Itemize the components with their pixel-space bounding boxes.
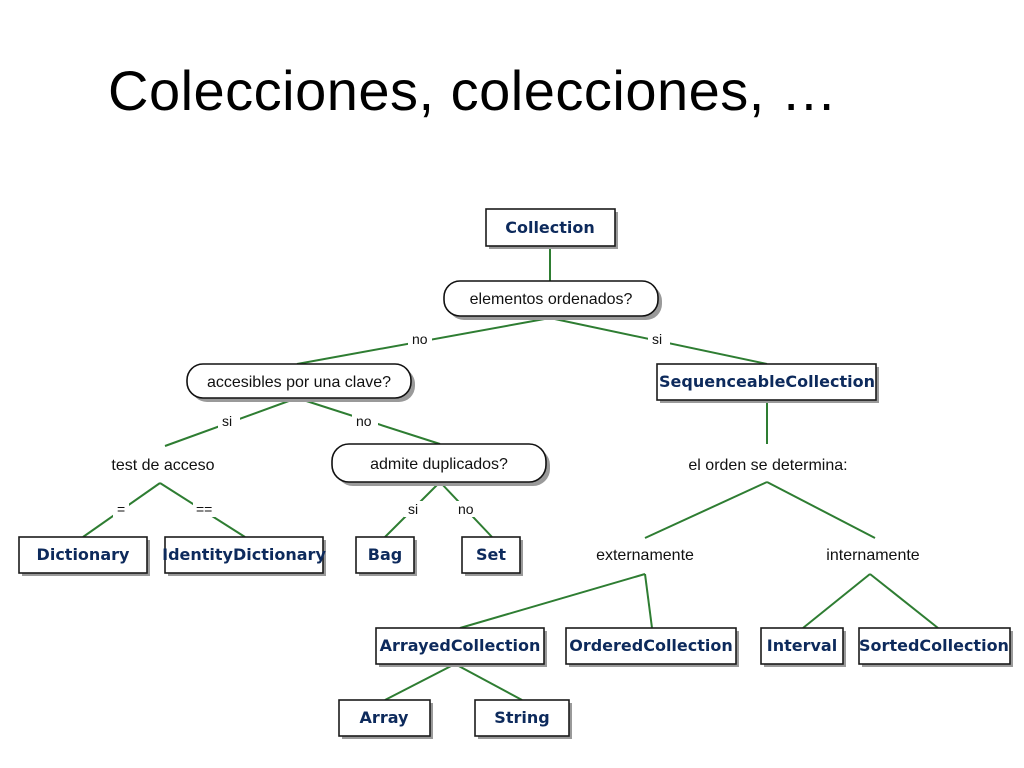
class-box-dictionary (18, 536, 148, 574)
class-set: Set (476, 545, 506, 564)
label-test-acceso: test de acceso (111, 457, 214, 474)
edge-externamente-arrayed (459, 573, 646, 629)
class-sequenceable-collection: SequenceableCollection (659, 372, 875, 391)
edge-arrayed-string (454, 663, 523, 701)
edge-label-identical: == (196, 501, 212, 517)
edge-label-no: no (458, 501, 474, 517)
edge-label-si: si (408, 501, 418, 517)
edge-label-equal: = (117, 501, 125, 517)
class-string: String (494, 708, 549, 727)
class-box-set (461, 536, 521, 574)
edge-label-si: si (652, 331, 662, 347)
edge-label-no: no (356, 413, 372, 429)
class-sorted-collection: SortedCollection (859, 636, 1009, 655)
class-bag: Bag (368, 545, 402, 564)
edge-internamente-interval (802, 573, 871, 629)
edge-q-order-externamente (644, 481, 768, 539)
class-box-sorted (858, 627, 1011, 665)
class-collection: Collection (505, 218, 595, 237)
label-internamente: internamente (826, 547, 919, 564)
class-ordered-collection: OrderedCollection (569, 636, 733, 655)
edge-label-si: si (222, 413, 232, 429)
edge-labels: no si si no = == si no (113, 331, 670, 517)
question-bubble-key (186, 363, 412, 399)
class-identity-dictionary: IdentityDictionary (162, 545, 326, 564)
label-orden-determina: el orden se determina: (688, 457, 847, 474)
class-box-string (474, 699, 570, 737)
class-box-collection (485, 208, 616, 247)
class-box-sequenceable (656, 363, 877, 401)
question-duplicates: admite duplicados? (370, 456, 508, 473)
class-arrayed-collection: ArrayedCollection (380, 636, 541, 655)
class-box-arrayed (375, 627, 545, 665)
class-box-ordered (565, 627, 737, 665)
question-bubble-duplicates (331, 443, 547, 483)
class-nodes: Collection SequenceableCollection Dictio… (18, 208, 1013, 739)
edge-arrayed-array (384, 663, 456, 701)
edge-q-order-internamente (766, 481, 876, 539)
question-key: accesibles por una clave? (207, 374, 391, 391)
class-dictionary: Dictionary (37, 545, 130, 564)
class-array: Array (360, 708, 409, 727)
edge-internamente-sorted (869, 573, 939, 629)
edge-label-no: no (412, 331, 428, 347)
question-nodes: elementos ordenados? accesibles por una … (111, 280, 920, 564)
class-box-identity-dictionary (164, 536, 324, 574)
class-box-interval (760, 627, 844, 665)
question-bubble-ordered (443, 280, 659, 317)
slide-title: Colecciones, colecciones, … (108, 59, 838, 122)
class-box-array (338, 699, 431, 737)
label-externamente: externamente (596, 547, 694, 564)
class-box-bag (355, 536, 415, 574)
class-interval: Interval (767, 636, 837, 655)
question-ordered: elementos ordenados? (470, 291, 633, 308)
edge-externamente-ordered (644, 573, 653, 629)
